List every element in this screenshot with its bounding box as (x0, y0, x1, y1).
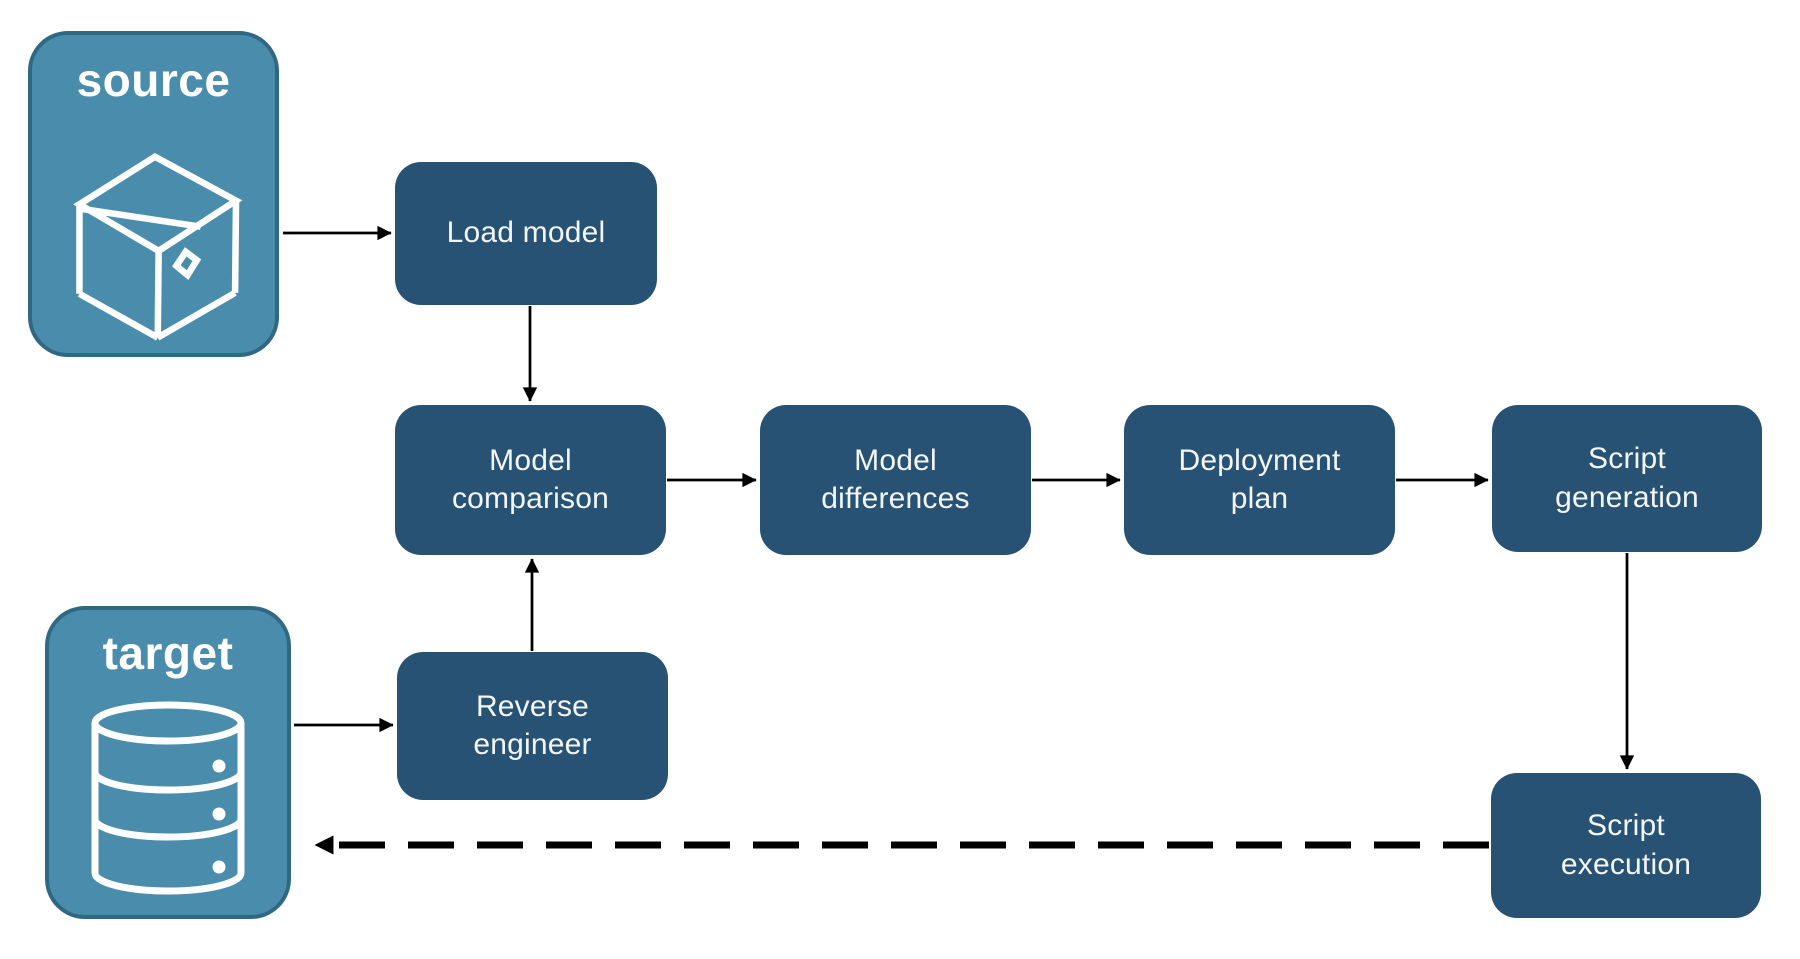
package-icon (72, 153, 242, 341)
node-script-generation-label: Script generation (1555, 442, 1699, 514)
node-deployment-plan-label: Deployment plan (1178, 443, 1341, 515)
node-model-comparison: Model comparison (395, 405, 666, 555)
target-label: target (102, 627, 234, 679)
node-script-generation: Script generation (1492, 405, 1762, 552)
target-entity: target (45, 606, 291, 919)
node-load-model-label: Load model (446, 216, 606, 250)
node-deployment-plan: Deployment plan (1124, 405, 1395, 555)
database-icon (91, 701, 245, 895)
node-model-comparison-label: Model comparison (451, 443, 610, 515)
source-entity: source (28, 31, 279, 357)
node-load-model: Load model (395, 162, 657, 305)
node-model-differences: Model differences (760, 405, 1031, 555)
node-script-execution-label: Script execution (1560, 809, 1692, 881)
node-script-execution: Script execution (1491, 773, 1761, 918)
source-label: source (76, 54, 231, 106)
node-reverse-engineer-label: Reverse engineer (473, 689, 592, 761)
node-reverse-engineer: Reverse engineer (397, 652, 668, 800)
node-model-differences-label: Model differences (821, 443, 970, 515)
